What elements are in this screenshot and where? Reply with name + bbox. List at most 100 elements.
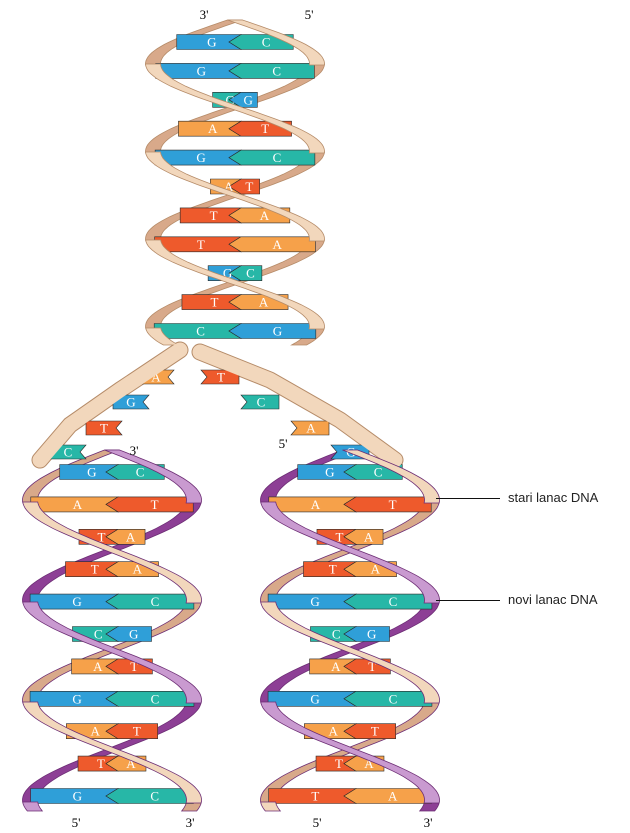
base-C (105, 593, 195, 610)
base-letter: G (87, 465, 96, 480)
base-T (343, 496, 432, 513)
base-letter: T (245, 179, 253, 194)
base-letter: A (90, 724, 100, 739)
base-letter: A (73, 497, 83, 512)
base-pairs: GCGCCGATGCATTATAGCTACGATGCTACGGCATTATAGC… (29, 34, 433, 804)
base-T (343, 723, 396, 740)
base-letter: T (210, 208, 218, 223)
base-letter: G (72, 594, 81, 609)
base-letter: T (217, 370, 225, 385)
parent-helix-strand-a-front-segment (145, 151, 325, 242)
base-A (105, 528, 146, 545)
fork-base-G (112, 394, 150, 410)
base-letter: T (261, 121, 269, 136)
end-label-left-helix-top: 3' (130, 443, 139, 458)
base-letter: A (331, 659, 341, 674)
base-G (228, 92, 258, 108)
parent-helix-strand-b-front-segment (145, 63, 325, 154)
end-label-top-right: 5' (305, 7, 314, 22)
base-letter: G (129, 627, 138, 642)
legend-new-strand: novi lanac DNA (508, 592, 598, 607)
end-label-top-left: 3' (200, 7, 209, 22)
base-letter: G (325, 465, 334, 480)
fork-old-strand-right (192, 344, 403, 468)
base-letter: G (197, 63, 206, 78)
base-letter: T (91, 562, 99, 577)
base-letter: C (64, 445, 73, 460)
base-letter: T (100, 421, 108, 436)
base-letter: A (93, 659, 103, 674)
right-daughter-helix-strand-a-front-segment (260, 601, 440, 704)
end-label-bottom-right-b: 3' (424, 815, 433, 830)
base-letter: A (208, 121, 218, 136)
parent-helix-strand-b-front-segment (145, 239, 325, 330)
base-letter: T (97, 756, 105, 771)
base-letter: A (259, 295, 269, 310)
leader-line-old-strand (436, 498, 500, 499)
base-C (343, 593, 433, 610)
base-letter: T (133, 724, 141, 739)
base-letter: T (98, 529, 106, 544)
fork-base-C (240, 394, 280, 410)
base-A (343, 528, 384, 545)
base-letter: G (72, 691, 81, 706)
base-letter: C (196, 324, 205, 339)
base-letter: G (207, 35, 216, 50)
end-label-right-helix-top: 5' (279, 436, 288, 451)
base-G (228, 323, 317, 339)
base-T (228, 178, 260, 195)
front-strands (22, 19, 440, 812)
base-letter: G (273, 324, 282, 339)
base-letter: T (368, 659, 376, 674)
base-letter: C (272, 63, 281, 78)
base-letter: C (151, 691, 160, 706)
right-daughter-helix-strand-a-front-segment (342, 449, 440, 504)
base-letter: A (388, 789, 398, 804)
base-letter: C (389, 594, 398, 609)
base-letter: C (332, 627, 341, 642)
base-G (105, 626, 152, 642)
left-daughter-helix-strand-a-back-segment (180, 801, 202, 812)
base-C (343, 690, 433, 707)
base-letter: A (306, 421, 316, 436)
base-letter: A (126, 529, 136, 544)
fork-base-A (290, 420, 330, 436)
legend-old-strand: stari lanac DNA (508, 490, 599, 505)
end-label-bottom-right-a: 5' (313, 815, 322, 830)
base-letter: T (389, 497, 397, 512)
base-letter: A (126, 756, 136, 771)
base-letter: T (151, 497, 159, 512)
base-letter: A (151, 370, 161, 385)
base-C (228, 149, 316, 166)
base-letter: C (389, 691, 398, 706)
base-letter: A (224, 179, 234, 194)
base-letter: C (374, 465, 383, 480)
base-letter: C (273, 150, 282, 165)
base-letter: A (133, 562, 143, 577)
base-letter: A (371, 562, 381, 577)
base-A (228, 236, 316, 253)
right-daughter-helix-strand-b-back-segment (418, 801, 440, 812)
base-letter: C (151, 594, 160, 609)
left-daughter-helix-strand-a-front-segment (22, 501, 202, 604)
base-C (228, 265, 263, 282)
base-letter: C (94, 627, 103, 642)
base-letter: A (328, 724, 338, 739)
right-daughter-helix-strand-b-front-segment (260, 501, 440, 604)
base-letter: T (197, 237, 205, 252)
base-letter: A (364, 529, 374, 544)
parent-helix-strand-a-front-segment (227, 19, 325, 66)
right-daughter-helix-strand-a-front-segment (260, 801, 282, 812)
leader-line-new-strand (436, 600, 500, 601)
base-letter: C (136, 465, 145, 480)
base-T (105, 496, 194, 513)
base-letter: T (210, 295, 218, 310)
base-letter: T (335, 756, 343, 771)
base-T (105, 723, 158, 740)
end-label-bottom-left-a: 5' (72, 815, 81, 830)
base-letter: C (262, 35, 271, 50)
base-letter: C (150, 789, 159, 804)
base-letter: A (364, 756, 374, 771)
base-letter: T (311, 789, 319, 804)
